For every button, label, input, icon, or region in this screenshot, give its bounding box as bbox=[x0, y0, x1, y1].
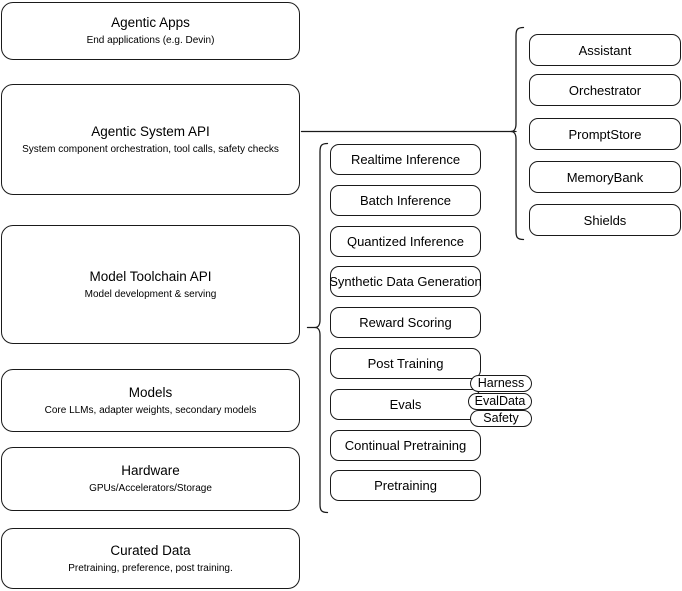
layer-agentic-system-api[interactable]: Agentic System API System component orch… bbox=[1, 84, 300, 195]
layer-title: Models bbox=[128, 384, 173, 400]
system-item-label: MemoryBank bbox=[566, 169, 644, 185]
system-item-label: Assistant bbox=[578, 42, 632, 58]
system-item-assistant[interactable]: Assistant bbox=[529, 34, 681, 66]
system-item-memorybank[interactable]: MemoryBank bbox=[529, 161, 681, 193]
layer-subtitle: Core LLMs, adapter weights, secondary mo… bbox=[44, 404, 257, 416]
layer-model-toolchain-api[interactable]: Model Toolchain API Model development & … bbox=[1, 225, 300, 344]
toolchain-item-label: Pretraining bbox=[374, 478, 437, 493]
toolchain-item-quantized-inference[interactable]: Quantized Inference bbox=[330, 226, 481, 257]
layer-subtitle: Model development & serving bbox=[84, 288, 217, 300]
layer-agentic-apps[interactable]: Agentic Apps End applications (e.g. Devi… bbox=[1, 2, 300, 60]
toolchain-item-batch-inference[interactable]: Batch Inference bbox=[330, 185, 481, 216]
evals-badge-harness[interactable]: Harness bbox=[470, 375, 532, 392]
toolchain-item-label: Batch Inference bbox=[359, 193, 452, 208]
layer-subtitle: GPUs/Accelerators/Storage bbox=[89, 483, 212, 494]
layer-subtitle: System component orchestration, tool cal… bbox=[22, 143, 279, 155]
evals-badge-evaldata[interactable]: EvalData bbox=[468, 393, 532, 410]
toolchain-item-realtime-inference[interactable]: Realtime Inference bbox=[330, 144, 481, 175]
toolchain-item-continual-pretraining[interactable]: Continual Pretraining bbox=[330, 430, 481, 461]
evals-badge-safety[interactable]: Safety bbox=[470, 410, 532, 427]
system-item-promptstore[interactable]: PromptStore bbox=[529, 118, 681, 150]
system-item-orchestrator[interactable]: Orchestrator bbox=[529, 74, 681, 106]
toolchain-item-post-training[interactable]: Post Training bbox=[330, 348, 481, 379]
layer-curated-data[interactable]: Curated Data Pretraining, preference, po… bbox=[1, 528, 300, 589]
toolchain-item-label: Continual Pretraining bbox=[344, 438, 467, 453]
toolchain-item-label: Realtime Inference bbox=[350, 152, 461, 167]
toolchain-item-reward-scoring[interactable]: Reward Scoring bbox=[330, 307, 481, 338]
layer-subtitle: Pretraining, preference, post training. bbox=[68, 562, 233, 574]
layer-title: Model Toolchain API bbox=[89, 268, 212, 284]
toolchain-item-pretraining[interactable]: Pretraining bbox=[330, 470, 481, 501]
layer-models[interactable]: Models Core LLMs, adapter weights, secon… bbox=[1, 369, 300, 432]
system-item-label: Orchestrator bbox=[568, 82, 642, 98]
layer-hardware[interactable]: Hardware GPUs/Accelerators/Storage bbox=[1, 447, 300, 511]
toolchain-item-label: Synthetic Data Generation bbox=[329, 274, 482, 289]
layer-title: Hardware bbox=[121, 463, 180, 478]
toolchain-item-label: Quantized Inference bbox=[346, 234, 465, 249]
toolchain-item-evals[interactable]: Evals bbox=[330, 389, 481, 420]
layer-title: Agentic Apps bbox=[111, 15, 190, 30]
evals-badge-label: EvalData bbox=[474, 394, 526, 409]
toolchain-item-label: Evals bbox=[389, 397, 422, 412]
layer-title: Curated Data bbox=[110, 542, 191, 558]
toolchain-item-synthetic-data-generation[interactable]: Synthetic Data Generation bbox=[329, 266, 482, 297]
system-item-label: Shields bbox=[583, 212, 627, 228]
evals-badge-label: Harness bbox=[477, 376, 525, 391]
system-components-brace bbox=[510, 26, 525, 241]
system-item-label: PromptStore bbox=[568, 126, 642, 142]
toolchain-item-label: Reward Scoring bbox=[359, 315, 452, 330]
layer-title: Agentic System API bbox=[91, 123, 210, 139]
toolchain-components-brace bbox=[314, 142, 329, 514]
layer-subtitle: End applications (e.g. Devin) bbox=[86, 35, 215, 46]
toolchain-item-label: Post Training bbox=[367, 356, 444, 371]
evals-badge-label: Safety bbox=[483, 411, 519, 426]
system-item-shields[interactable]: Shields bbox=[529, 204, 681, 236]
